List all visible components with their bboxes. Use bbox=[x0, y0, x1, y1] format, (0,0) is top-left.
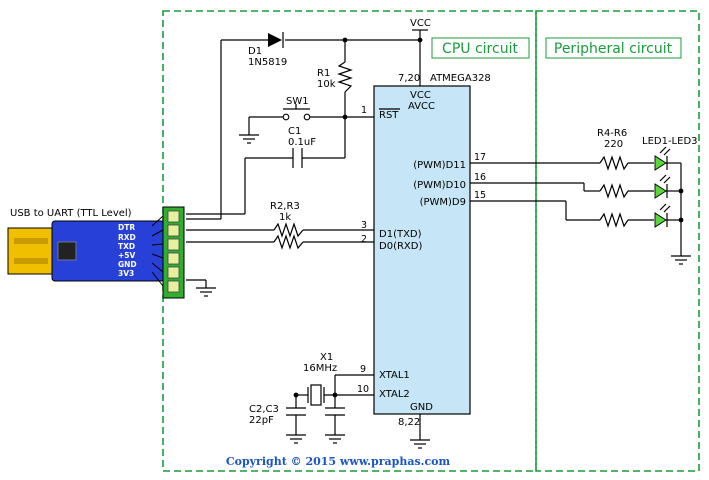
x1-ref: X1 bbox=[320, 352, 333, 363]
wires bbox=[186, 30, 682, 440]
x1-value: 16MHz bbox=[303, 363, 337, 374]
pin-number-10: 10 bbox=[357, 384, 369, 395]
usb-pin-txd: TXD bbox=[118, 242, 135, 251]
mcu-name: ATMEGA328 bbox=[430, 73, 491, 84]
ground-icon bbox=[196, 287, 216, 297]
usb-chip-icon bbox=[57, 241, 77, 261]
leds-ref: LED1-LED3 bbox=[642, 136, 698, 147]
usb-title: USB to UART (TTL Level) bbox=[10, 208, 132, 219]
pin-number-3: 3 bbox=[361, 220, 367, 231]
r1-value: 10k bbox=[317, 79, 336, 90]
ground-icon bbox=[671, 255, 691, 265]
junction-dots bbox=[293, 37, 684, 398]
usb-pin-5v: +5V bbox=[118, 251, 136, 260]
r46-ref: R4-R6 bbox=[597, 128, 627, 139]
mcu-pwm9-label: (PWM)D9 bbox=[420, 197, 466, 208]
usb-pin-gnd: GND bbox=[118, 260, 137, 269]
r23-ref: R2,R3 bbox=[270, 201, 300, 212]
mcu-rst-label: RST bbox=[379, 110, 399, 121]
vcc-rail-label: VCC bbox=[410, 18, 431, 29]
pin-number-1: 1 bbox=[361, 105, 367, 116]
resistor-r1: R1 10k bbox=[317, 61, 353, 93]
mcu-d1-label: D1(TXD) bbox=[379, 229, 422, 240]
sw1-ref: SW1 bbox=[286, 96, 309, 107]
pin-number-16: 16 bbox=[474, 172, 486, 183]
mcu-vcc-pins: 7,20 bbox=[398, 73, 420, 84]
ground-icon bbox=[239, 134, 259, 144]
capacitors-c2-c3: C2,C3 22pF bbox=[249, 404, 345, 426]
switch-sw1: SW1 bbox=[282, 96, 311, 121]
usb-plug bbox=[7, 227, 53, 275]
usb-pin-dtr: DTR bbox=[118, 223, 135, 232]
ground-symbols bbox=[196, 134, 691, 449]
d1-ref: D1 bbox=[248, 46, 262, 57]
mcu-xtal1-label: XTAL1 bbox=[379, 370, 410, 381]
r46-value: 220 bbox=[604, 139, 623, 150]
c23-value: 22pF bbox=[249, 415, 274, 426]
usb-pin-3v3: 3V3 bbox=[118, 269, 134, 278]
peripheral-section-title: Peripheral circuit bbox=[554, 41, 673, 57]
led-2 bbox=[654, 174, 671, 199]
usb-plug-slot bbox=[14, 258, 48, 264]
pin-number-15: 15 bbox=[474, 190, 486, 201]
capacitor-c1: C1 0.1uF bbox=[288, 126, 316, 168]
r23-value: 1k bbox=[279, 212, 291, 223]
c23-ref: C2,C3 bbox=[249, 404, 279, 415]
mcu-chip: ATMEGA328 7,20 VCC AVCC RST D1(TXD) D0(R… bbox=[357, 73, 491, 428]
leds: LED1-LED3 bbox=[642, 136, 698, 228]
d1-value: 1N5819 bbox=[248, 57, 287, 68]
usb-uart-adapter: USB to UART (TTL Level) DTR RXD TXD +5V … bbox=[7, 206, 185, 299]
ground-icon bbox=[410, 439, 430, 449]
ground-icon bbox=[286, 434, 306, 444]
usb-plug-slot bbox=[14, 238, 48, 244]
mcu-avcc-label: AVCC bbox=[408, 101, 435, 112]
resistors-r4-r6: R4-R6 220 bbox=[597, 128, 629, 228]
pin-number-17: 17 bbox=[474, 152, 486, 163]
cpu-title-box bbox=[431, 37, 530, 59]
mcu-gnd-label: GND bbox=[410, 402, 433, 413]
pin-number-9: 9 bbox=[360, 364, 366, 375]
copyright-text: Copyright © 2015 www.praphas.com bbox=[226, 455, 451, 468]
c1-ref: C1 bbox=[288, 126, 301, 137]
mcu-pwm11-label: (PWM)D11 bbox=[413, 160, 466, 171]
pin-number-2: 2 bbox=[361, 234, 367, 245]
mcu-vcc-label: VCC bbox=[410, 90, 431, 101]
peripheral-title-box bbox=[545, 37, 682, 59]
mcu-xtal2-label: XTAL2 bbox=[379, 389, 410, 400]
mcu-gnd-pins: 8,22 bbox=[398, 417, 420, 428]
usb-pin-rxd: RXD bbox=[118, 233, 136, 242]
led-1 bbox=[654, 146, 671, 171]
mcu-d0-label: D0(RXD) bbox=[379, 241, 422, 252]
ground-icon bbox=[325, 434, 345, 444]
diode-d1: D1 1N5819 bbox=[248, 32, 287, 68]
led-3 bbox=[654, 203, 671, 228]
mcu-body bbox=[373, 85, 471, 415]
crystal-x1: X1 16MHz bbox=[303, 352, 337, 406]
mcu-pwm10-label: (PWM)D10 bbox=[413, 180, 466, 191]
resistors-r2-r3: R2,R3 1k bbox=[270, 201, 304, 250]
r1-ref: R1 bbox=[317, 68, 330, 79]
c1-value: 0.1uF bbox=[288, 137, 316, 148]
peripheral-section-border bbox=[535, 10, 700, 472]
cpu-section-title: CPU circuit bbox=[442, 41, 518, 57]
